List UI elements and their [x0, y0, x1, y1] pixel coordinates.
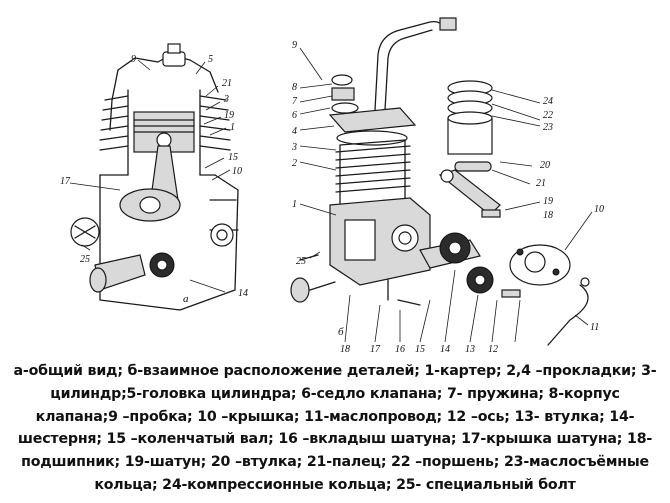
- callout-b-14: 14: [440, 344, 450, 352]
- callout-b-18: 18: [543, 210, 553, 221]
- callout-b-11: 11: [590, 322, 599, 333]
- callout-b-23: 23: [543, 122, 553, 133]
- callout-b-18b: 18: [340, 344, 350, 352]
- callout-a-14: 14: [238, 288, 248, 299]
- exploded-view-callouts: 9 8 7 6 4 3 2 1 24 22 23 20 21 19 18 10 …: [291, 40, 604, 352]
- subfigure-label-a: а: [183, 293, 189, 305]
- general-view-drawing: [69, 43, 239, 311]
- callout-b-21: 21: [536, 178, 546, 189]
- callout-b-24: 24: [543, 96, 553, 107]
- callout-b-3: 3: [291, 142, 297, 153]
- callout-a-1: 1: [230, 122, 235, 133]
- callout-b-7: 7: [292, 96, 298, 107]
- callout-b-20: 20: [540, 160, 550, 171]
- compressor-diagram: 9 5 21 3 19 1 15 10 17 25 14 а: [60, 17, 604, 352]
- general-view-callouts: 9 5 21 3 19 1 15 10 17 25 14: [60, 54, 248, 299]
- callout-b-13: 13: [465, 344, 475, 352]
- callout-b-16: 16: [395, 344, 405, 352]
- figure-caption: а-общий вид; б-взаимное расположение дет…: [13, 363, 657, 493]
- callout-b-22: 22: [543, 110, 553, 121]
- callout-a-19: 19: [224, 110, 234, 121]
- exploded-view-drawing: [290, 17, 593, 346]
- callout-b-19: 19: [543, 196, 553, 207]
- callout-b-12: 12: [488, 344, 498, 352]
- callout-a-25: 25: [80, 254, 90, 265]
- callout-b-25: 25: [296, 256, 306, 267]
- callout-a-9: 9: [131, 54, 136, 65]
- callout-a-10: 10: [232, 166, 242, 177]
- callout-a-17: 17: [60, 176, 71, 187]
- callout-b-6: 6: [292, 110, 297, 121]
- callout-a-15: 15: [228, 152, 238, 163]
- callout-a-5: 5: [208, 54, 213, 65]
- callout-a-3: 3: [223, 94, 229, 105]
- callout-b-17: 17: [370, 344, 381, 352]
- callout-b-15: 15: [415, 344, 425, 352]
- callout-b-9: 9: [292, 40, 297, 51]
- callout-b-1: 1: [292, 199, 297, 210]
- callout-b-4: 4: [292, 126, 297, 137]
- callout-b-10: 10: [594, 204, 604, 215]
- callout-a-21: 21: [222, 78, 232, 89]
- callout-b-2: 2: [292, 158, 297, 169]
- callout-b-8: 8: [292, 82, 297, 93]
- subfigure-label-b: б: [338, 326, 344, 338]
